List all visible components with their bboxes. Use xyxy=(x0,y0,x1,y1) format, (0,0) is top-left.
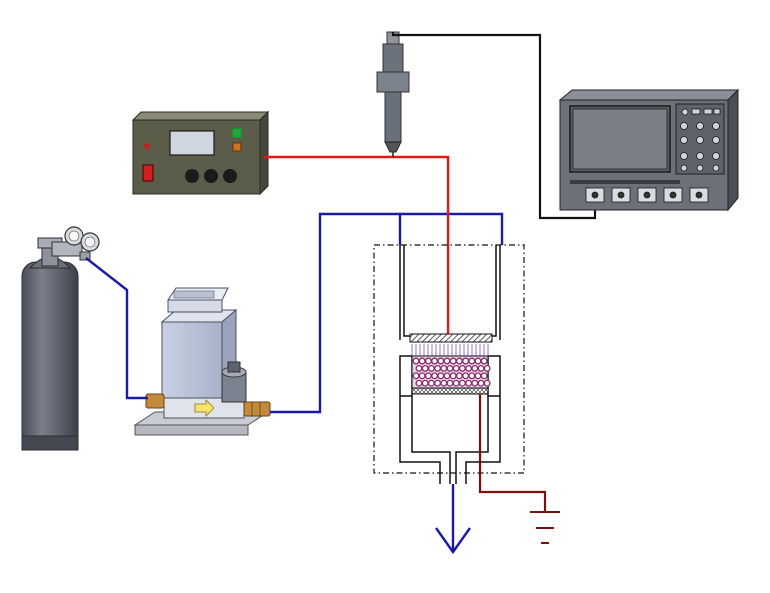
flow-controller-icon xyxy=(133,287,271,436)
pellet xyxy=(468,372,476,380)
pellet xyxy=(434,379,442,387)
pellet xyxy=(452,364,460,372)
pellet xyxy=(427,364,435,372)
pellet xyxy=(455,357,463,365)
pellet xyxy=(437,357,445,365)
pellet xyxy=(462,372,470,380)
pellet xyxy=(471,364,479,372)
pellet xyxy=(415,364,423,372)
pellet xyxy=(424,372,432,380)
pellet xyxy=(431,372,439,380)
pellet xyxy=(443,372,451,380)
pellet xyxy=(458,379,466,387)
pellet xyxy=(483,364,491,372)
pellet xyxy=(449,372,457,380)
pellet xyxy=(415,379,423,387)
pellet xyxy=(440,379,448,387)
pressure-gauge-icon xyxy=(51,226,100,261)
pellet xyxy=(437,372,445,380)
pellet xyxy=(480,357,488,365)
reactor-icon xyxy=(373,244,525,484)
ground-wire xyxy=(478,394,547,512)
pellet xyxy=(477,379,485,387)
gas-cylinder-icon xyxy=(21,237,79,451)
pellet-bed xyxy=(412,357,491,387)
pellet xyxy=(480,372,488,380)
pellet xyxy=(446,364,454,372)
gas-line xyxy=(85,212,504,414)
arrow-down-icon xyxy=(435,484,471,555)
oscilloscope-icon xyxy=(558,88,740,212)
pellet xyxy=(474,357,482,365)
pellet xyxy=(412,357,420,365)
pellet xyxy=(455,372,463,380)
pellet xyxy=(421,379,429,387)
pellet xyxy=(462,357,470,365)
pellet xyxy=(449,357,457,365)
pellet xyxy=(471,379,479,387)
pellet xyxy=(431,357,439,365)
pellet xyxy=(458,364,466,372)
pellet xyxy=(465,379,473,387)
pellet xyxy=(452,379,460,387)
signal-cable xyxy=(391,32,597,220)
pellet xyxy=(477,364,485,372)
high-voltage-line xyxy=(264,155,450,338)
pellet xyxy=(474,372,482,380)
pellet xyxy=(424,357,432,365)
power-supply-icon xyxy=(131,110,270,196)
pellet xyxy=(418,357,426,365)
pellet xyxy=(483,379,491,387)
pellet xyxy=(446,379,454,387)
ground-symbol-icon xyxy=(530,511,560,544)
pellet xyxy=(412,372,420,380)
pellet xyxy=(440,364,448,372)
pellet xyxy=(443,357,451,365)
discharge-fringe xyxy=(411,344,489,356)
pellet xyxy=(421,364,429,372)
pellet xyxy=(468,357,476,365)
pellet xyxy=(434,364,442,372)
voltage-probe-icon xyxy=(376,31,410,157)
pellet xyxy=(465,364,473,372)
pellet xyxy=(427,379,435,387)
pellet xyxy=(418,372,426,380)
